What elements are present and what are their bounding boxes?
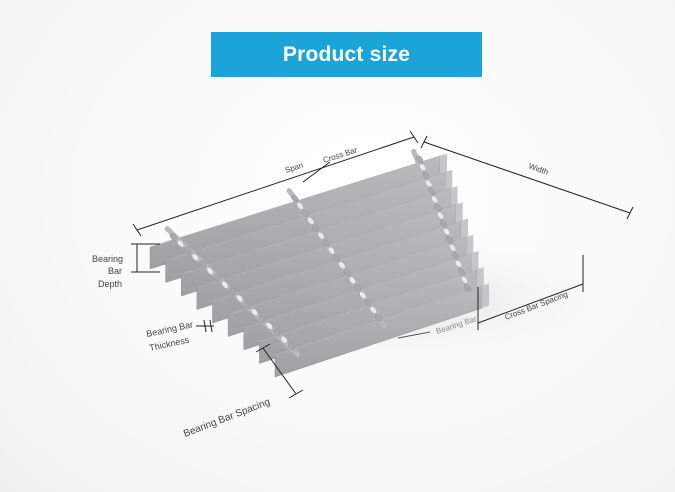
depth-label-line1: Bearing xyxy=(92,254,123,264)
spacing-tick-bottom xyxy=(288,389,304,399)
bearing-bar-pointer xyxy=(397,331,431,339)
cross-bar xyxy=(411,148,477,299)
cross-bars xyxy=(164,148,477,357)
thickness-tick-a xyxy=(203,319,207,333)
width-dimension-line xyxy=(423,141,631,214)
depth-label-line3: Depth xyxy=(98,279,122,289)
cross-bar xyxy=(164,226,301,357)
spacing-tick-top xyxy=(255,343,271,353)
dimension-lines xyxy=(131,130,634,399)
width-tick-left xyxy=(420,135,428,149)
depth-label-line2: Bar xyxy=(108,266,122,276)
width-tick-right xyxy=(626,206,634,220)
span-label: Span xyxy=(284,161,305,175)
width-label: Width xyxy=(527,161,549,176)
spacing-dimension-line xyxy=(262,347,297,395)
cross-bar-pointer xyxy=(302,161,331,183)
thickness-tick-b xyxy=(209,319,213,333)
span-dimension-line xyxy=(136,136,415,231)
cross-bar-spacing-line xyxy=(477,283,584,324)
spacing-label: Bearing Bar Spacing xyxy=(182,397,272,440)
bearing-bars xyxy=(149,153,490,378)
span-tick-left xyxy=(132,223,142,237)
cross-bar xyxy=(286,188,387,328)
page-title: Product size xyxy=(282,42,411,66)
title-banner: Product size xyxy=(211,32,482,77)
span-tick-right xyxy=(409,130,419,144)
